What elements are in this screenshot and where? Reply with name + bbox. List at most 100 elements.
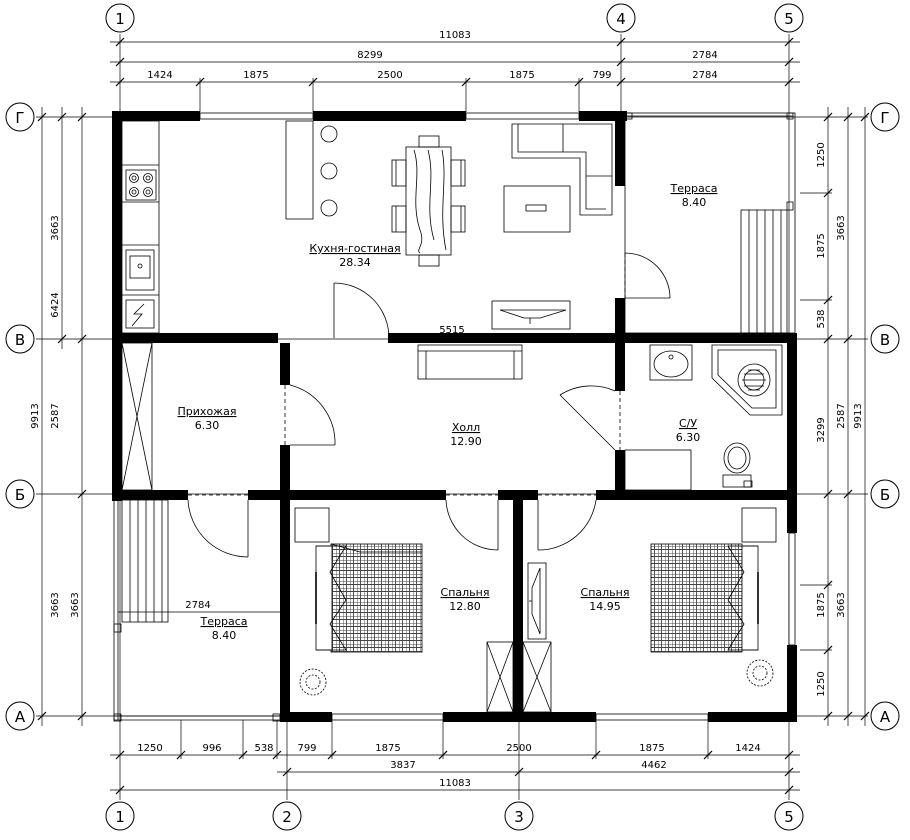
axis-bubble-left-b <box>5 479 35 509</box>
room-hall-area: 12.90 <box>450 435 482 448</box>
coffee-table <box>503 185 571 233</box>
axis-bubble-right-v <box>870 324 900 354</box>
axis-bubble-bottom-2 <box>272 801 302 831</box>
axis-bubble-left-a <box>5 701 35 731</box>
axis-bubble-left-g <box>5 102 35 132</box>
axis-bubble-top-5 <box>774 3 804 33</box>
room-terrace-bottom-area: 8.40 <box>212 629 237 642</box>
dim-right-538: 538 <box>816 309 827 328</box>
dim-left-3663-bottom: 3663 <box>50 592 61 617</box>
nightstand-left-top <box>294 507 330 543</box>
axis-label-top-4: 4 <box>616 10 626 28</box>
dim-top-2784: 2784 <box>692 50 717 61</box>
axis-label-bottom-3: 3 <box>514 808 524 826</box>
axis-bubble-left-v <box>5 324 35 354</box>
dim-bottom-overall: 11083 <box>439 778 471 789</box>
dim-top-2500: 2500 <box>377 70 402 81</box>
room-hallway-area: 6.30 <box>195 419 220 432</box>
room-terrace-bottom-name: Терраса <box>200 615 248 628</box>
tv-stand <box>491 300 571 330</box>
dim-top-2784b: 2784 <box>692 70 717 81</box>
axis-bubble-right-g <box>870 102 900 132</box>
dim-top-1875a: 1875 <box>243 70 268 81</box>
bedroom-left-furniture <box>294 507 514 713</box>
dim-right-1250a: 1250 <box>816 142 827 167</box>
axis-label-bottom-1: 1 <box>115 808 125 826</box>
axis-label-left-g: Г <box>15 109 24 127</box>
kitchen-counter <box>121 120 160 334</box>
wardrobe <box>121 342 153 491</box>
dim-right-3663-top: 3663 <box>836 215 847 240</box>
axis-label-top-1: 1 <box>115 10 125 28</box>
kitchen-sink <box>125 249 155 291</box>
room-hall-name: Холл <box>452 421 480 434</box>
doors <box>187 252 671 558</box>
room-kitchen-name: Кухня-гостиная <box>309 242 400 255</box>
room-terrace-top-name: Терраса <box>670 182 718 195</box>
dim-top-1424: 1424 <box>147 70 172 81</box>
dim-bottom-799: 799 <box>297 743 316 754</box>
axis-markers <box>5 3 900 831</box>
electric-panel <box>125 299 155 329</box>
room-bathroom-name: С/У <box>679 417 697 430</box>
axis-bubble-bottom-3 <box>504 801 534 831</box>
hall-sofa <box>417 344 523 380</box>
door-kitchen-arc <box>333 282 390 339</box>
dim-bottom-1875b: 1875 <box>639 743 664 754</box>
axis-bubble-top-4 <box>606 3 636 33</box>
room-terrace-top-area: 8.40 <box>682 196 707 209</box>
door-terrace-arc <box>624 252 671 299</box>
axis-bubble-top-1 <box>105 3 135 33</box>
shower-cabin <box>711 344 783 416</box>
bed-right <box>650 543 743 653</box>
stove <box>125 169 157 201</box>
room-bedroom-left-name: Спальня <box>441 586 490 599</box>
dim-bottom-3837: 3837 <box>390 760 415 771</box>
plant-right <box>746 659 774 687</box>
dim-bottom-2500: 2500 <box>506 743 531 754</box>
axis-label-bottom-5: 5 <box>784 808 794 826</box>
dim-right-1875a: 1875 <box>816 233 827 258</box>
dim-right-outer: 9913 <box>853 403 864 428</box>
axis-label-right-g: Г <box>880 109 889 127</box>
axis-label-top-5: 5 <box>784 10 794 28</box>
dim-left-outer: 9913 <box>30 403 41 428</box>
dim-bottom-538: 538 <box>254 743 273 754</box>
terrace-top <box>624 112 796 334</box>
dim-right-1875b: 1875 <box>816 592 827 617</box>
toilet <box>723 442 751 474</box>
dim-interior-2784: 2784 <box>185 600 210 611</box>
room-bedroom-left-area: 12.80 <box>449 600 481 613</box>
nightstand-right-top <box>741 507 777 543</box>
plant-left <box>299 668 327 696</box>
dim-right-1250b: 1250 <box>816 671 827 696</box>
terrace-bottom <box>113 499 281 722</box>
bathroom-furniture <box>624 344 783 491</box>
bedroom-tv <box>527 562 547 640</box>
axis-bubble-right-a <box>870 701 900 731</box>
dimension-lines <box>41 41 866 791</box>
kitchen-furniture <box>121 120 613 334</box>
dim-bottom-1875a: 1875 <box>375 743 400 754</box>
corner-sofa <box>511 123 613 216</box>
dim-left-3663-top: 3663 <box>50 215 61 240</box>
dim-left-3663-bottom-b: 3663 <box>70 592 81 617</box>
dim-top-8299: 8299 <box>357 50 382 61</box>
dim-top-1875b: 1875 <box>509 70 534 81</box>
axis-label-left-a: А <box>15 708 26 726</box>
dim-right-3663-bottom: 3663 <box>836 592 847 617</box>
dimension-ticks <box>37 37 870 795</box>
room-bedroom-right-name: Спальня <box>581 586 630 599</box>
washbasin <box>649 344 693 381</box>
room-hallway-name: Прихожая <box>178 405 237 418</box>
bed-left <box>330 543 423 653</box>
dim-top-overall: 11083 <box>439 30 471 41</box>
axis-label-right-a: А <box>880 708 891 726</box>
bedroom-right-furniture <box>522 507 777 713</box>
wardrobe-right <box>522 641 552 713</box>
axis-label-left-v: В <box>15 331 25 349</box>
dim-left-6424: 6424 <box>50 292 61 317</box>
bar-counter <box>285 120 314 220</box>
wardrobe-left <box>486 641 514 713</box>
dim-left-2587: 2587 <box>50 403 61 428</box>
